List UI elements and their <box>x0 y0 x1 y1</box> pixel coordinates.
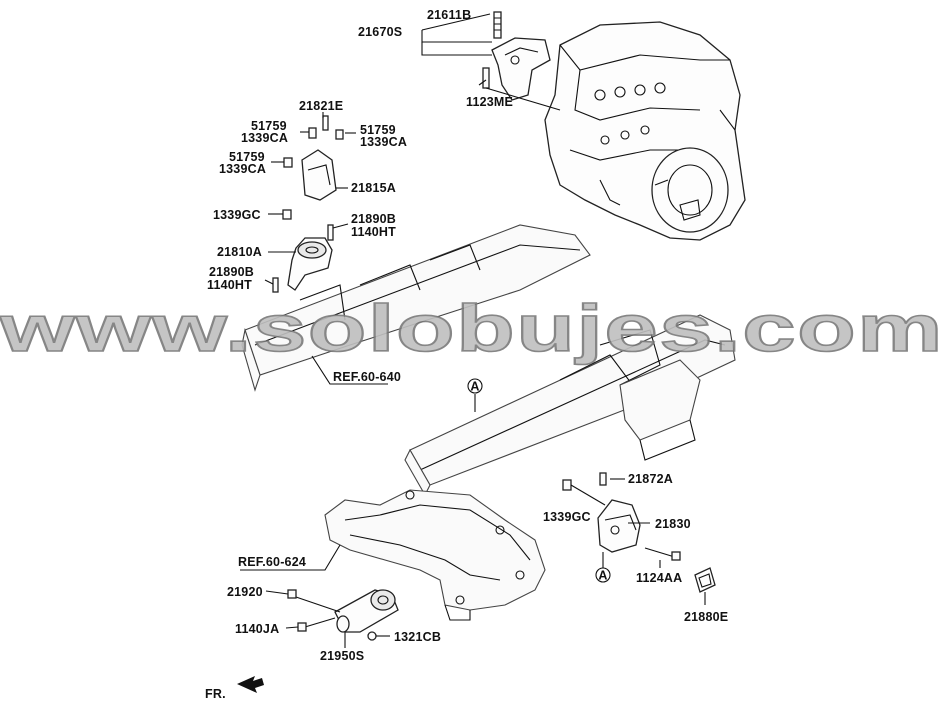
label-51759-b: 51759 <box>360 123 396 137</box>
label-1339ca-c: 1339CA <box>219 162 266 176</box>
label-1140ht-b: 1140HT <box>207 278 252 292</box>
label-21611b: 21611B <box>427 8 471 22</box>
label-1339gc-left: 1339GC <box>213 208 261 222</box>
label-21872a: 21872A <box>628 472 673 486</box>
label-1124aa: 1124AA <box>636 571 682 585</box>
engine-block <box>544 21 746 241</box>
marker-a-mount: A <box>595 567 611 583</box>
roll-stop-mount <box>287 589 399 641</box>
side-member-frame <box>241 224 736 497</box>
label-51759-c: 51759 <box>229 150 265 164</box>
label-21670s: 21670S <box>358 25 402 39</box>
label-1339gc-right: 1339GC <box>543 510 591 524</box>
label-51759-a: 51759 <box>251 119 287 133</box>
label-21830: 21830 <box>655 517 691 531</box>
label-21890b-a: 21890B <box>351 212 396 226</box>
label-ref-60-640: REF.60-640 <box>333 370 401 384</box>
label-1123me: 1123ME <box>466 95 513 109</box>
label-1339ca-a: 1339CA <box>241 131 288 145</box>
label-1339ca-b: 1339CA <box>360 135 407 149</box>
front-direction-arrow <box>237 676 264 693</box>
label-21920: 21920 <box>227 585 263 599</box>
svg-text:A: A <box>470 380 479 394</box>
label-21821e: 21821E <box>299 99 343 113</box>
left-engine-mount <box>272 115 344 293</box>
leader-lines <box>240 13 706 648</box>
label-21890b-b: 21890B <box>209 265 254 279</box>
label-front-direction: FR. <box>205 687 226 701</box>
label-21815a: 21815A <box>351 181 396 195</box>
label-1140ht-a: 1140HT <box>351 225 396 239</box>
engine-upper-bracket <box>482 11 561 111</box>
callout-labels: 21611B 21670S 1123ME 21821E 51759 1339CA… <box>205 8 728 701</box>
transmission-mount <box>562 472 716 593</box>
marker-a-frame: A <box>467 378 483 394</box>
subframe <box>324 489 546 621</box>
label-21880e: 21880E <box>684 610 728 624</box>
label-ref-60-624: REF.60-624 <box>238 555 306 569</box>
label-21810a: 21810A <box>217 245 262 259</box>
label-1321cb: 1321CB <box>394 630 441 644</box>
svg-text:A: A <box>598 569 607 583</box>
watermark-text: www.solobujes.com <box>0 291 944 365</box>
label-21950s: 21950S <box>320 649 364 663</box>
label-1140ja: 1140JA <box>235 622 279 636</box>
